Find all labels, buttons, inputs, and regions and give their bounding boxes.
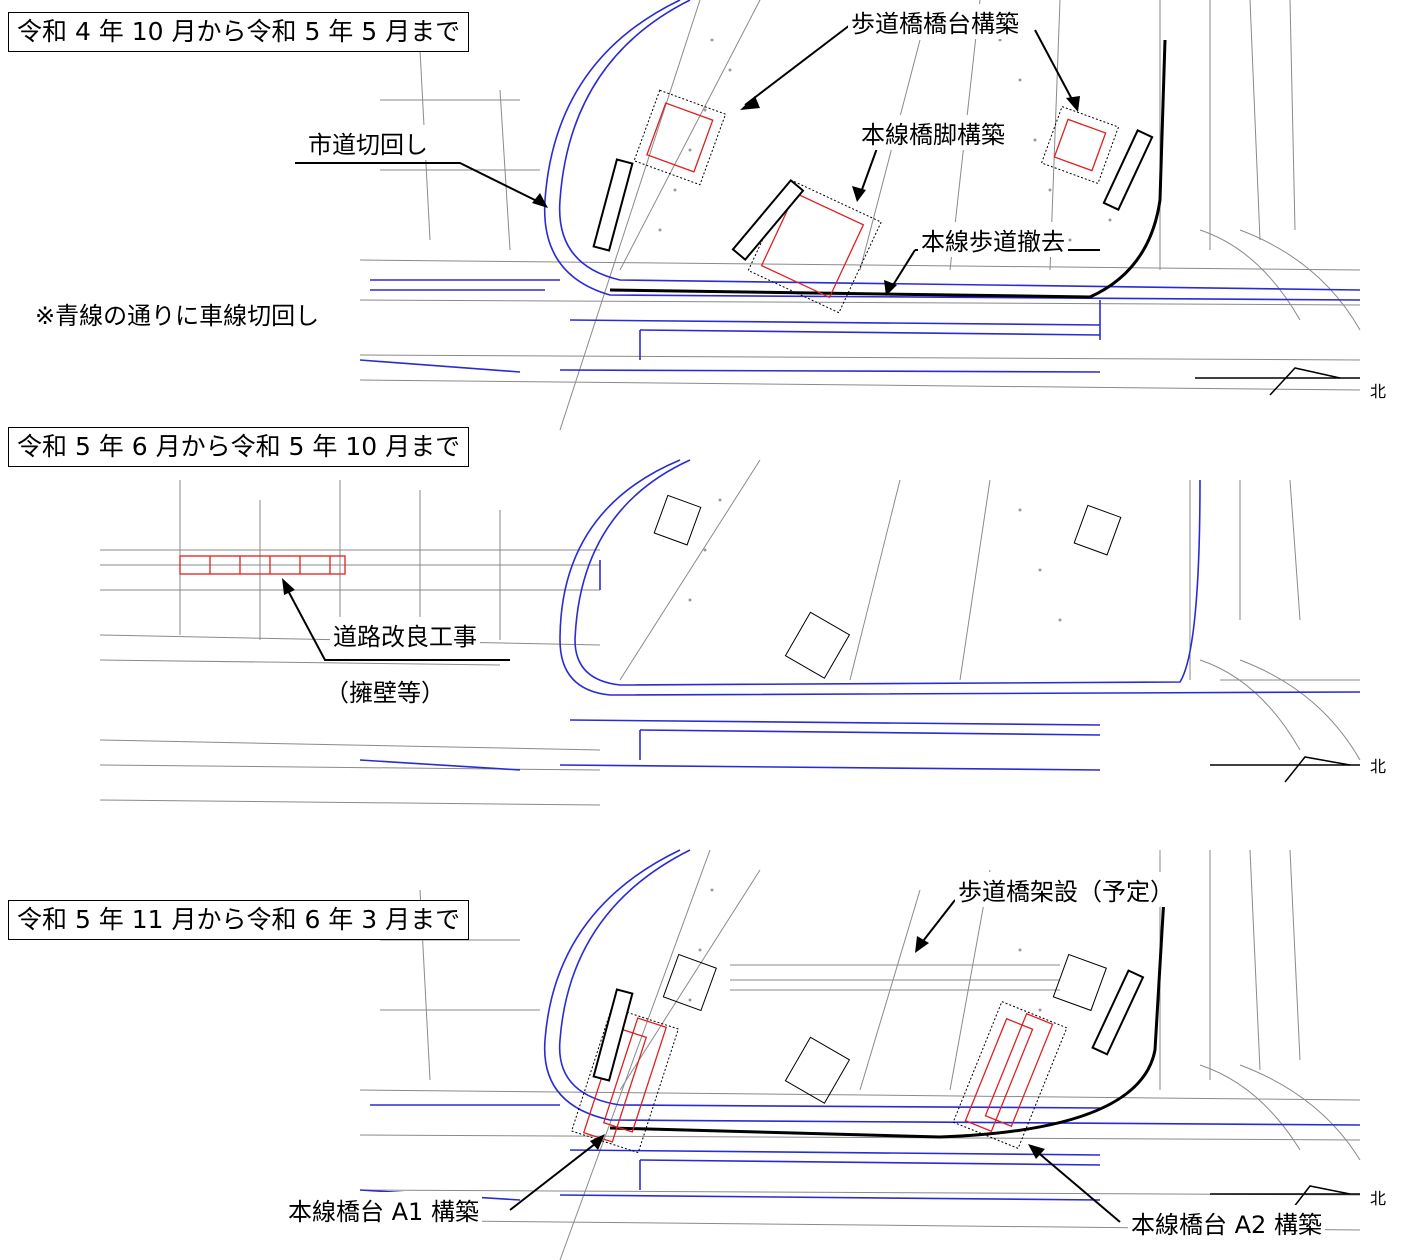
abutment-a1-label: 本線橋台 A1 構築 xyxy=(285,1192,482,1227)
phase-1-map xyxy=(295,0,1361,431)
north-label: 北 xyxy=(1370,382,1387,401)
phase-3-map xyxy=(359,849,1361,1260)
north-label: 北 xyxy=(1370,757,1387,776)
main-pier-label: 本線橋脚構築 xyxy=(858,115,1008,150)
retaining-wall-label: （擁壁等） xyxy=(322,673,448,708)
city-road-detour-label: 市道切回し xyxy=(305,125,431,160)
phase-2-panel: 令和 5 年 6 月から令和 5 年 10 月まで 道路改良工事 （擁壁等） 北 xyxy=(0,420,1410,830)
sidewalk-removal-label: 本線歩道撤去 xyxy=(918,222,1068,257)
abutment-a2-label: 本線橋台 A2 構築 xyxy=(1128,1205,1325,1240)
phase-2-map xyxy=(99,459,1361,806)
phase-1-period: 令和 4 年 10 月から令和 5 年 5 月まで xyxy=(8,12,470,52)
phase-3-panel: 令和 5 年 11 月から令和 6 年 3 月まで 歩道橋架設（予定） 本線橋台… xyxy=(0,849,1410,1260)
phase-3-period: 令和 5 年 11 月から令和 6 年 3 月まで xyxy=(8,900,470,940)
road-improvement-label: 道路改良工事 xyxy=(330,617,480,652)
footbridge-erection-label: 歩道橋架設（予定） xyxy=(955,872,1177,907)
lane-detour-note: ※青線の通りに車線切回し xyxy=(32,296,323,331)
phase-2-period: 令和 5 年 6 月から令和 5 年 10 月まで xyxy=(8,427,470,467)
phase-1-panel: 令和 4 年 10 月から令和 5 年 5 月まで 歩道橋橋台構築 市道切回し … xyxy=(0,0,1410,431)
footbridge-abutment-label: 歩道橋橋台構築 xyxy=(848,4,1022,39)
north-label: 北 xyxy=(1370,1189,1387,1208)
